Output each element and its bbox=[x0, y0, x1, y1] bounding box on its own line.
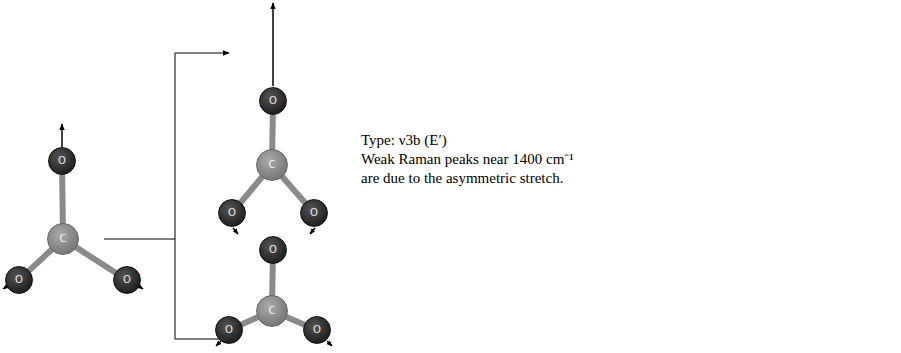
bond-line bbox=[76, 247, 116, 273]
oxygen-atom: O bbox=[259, 87, 287, 115]
atom-symbol: O bbox=[310, 208, 318, 218]
atom-symbol: C bbox=[269, 306, 276, 316]
atom-symbol: O bbox=[269, 96, 277, 106]
atom-symbol: O bbox=[58, 156, 66, 166]
atom-symbol: O bbox=[269, 245, 277, 255]
oxygen-atom: O bbox=[113, 266, 141, 294]
note-block: Type: ν3b (E′)Weak Raman peaks near 1400… bbox=[361, 131, 591, 188]
atom-symbol: O bbox=[15, 275, 23, 285]
atom-symbol: O bbox=[228, 208, 236, 218]
oxygen-atom: O bbox=[303, 316, 331, 344]
atom-symbol: O bbox=[123, 275, 131, 285]
note-text: Weak Raman peaks near 1400 cm⁻¹ are due … bbox=[361, 150, 591, 188]
oxygen-atom: O bbox=[215, 316, 243, 344]
carbon-atom: C bbox=[256, 149, 288, 181]
atom-symbol: O bbox=[225, 325, 233, 335]
mode-type: Type: ν3b (E′) bbox=[361, 131, 591, 150]
bond-line bbox=[269, 114, 276, 150]
bond-line bbox=[282, 176, 306, 203]
oxygen-atom: O bbox=[259, 236, 287, 264]
branch-arrow bbox=[104, 53, 229, 339]
bond-line bbox=[286, 317, 305, 325]
oxygen-atom: O bbox=[48, 147, 76, 175]
bond-line bbox=[29, 249, 53, 271]
bond-line bbox=[240, 177, 262, 203]
bond-line bbox=[269, 263, 276, 296]
oxygen-atom: O bbox=[300, 199, 328, 227]
oxygen-atom: O bbox=[218, 199, 246, 227]
atom-symbol: C bbox=[269, 160, 276, 170]
displacement-arrow bbox=[3, 3, 332, 346]
atom-symbol: O bbox=[313, 325, 321, 335]
atom-symbol: C bbox=[60, 234, 67, 244]
bond-line bbox=[241, 317, 258, 325]
carbon-atom: C bbox=[256, 295, 288, 327]
bond-line bbox=[59, 174, 66, 224]
oxygen-atom: O bbox=[5, 266, 33, 294]
carbon-atom: C bbox=[47, 223, 79, 255]
